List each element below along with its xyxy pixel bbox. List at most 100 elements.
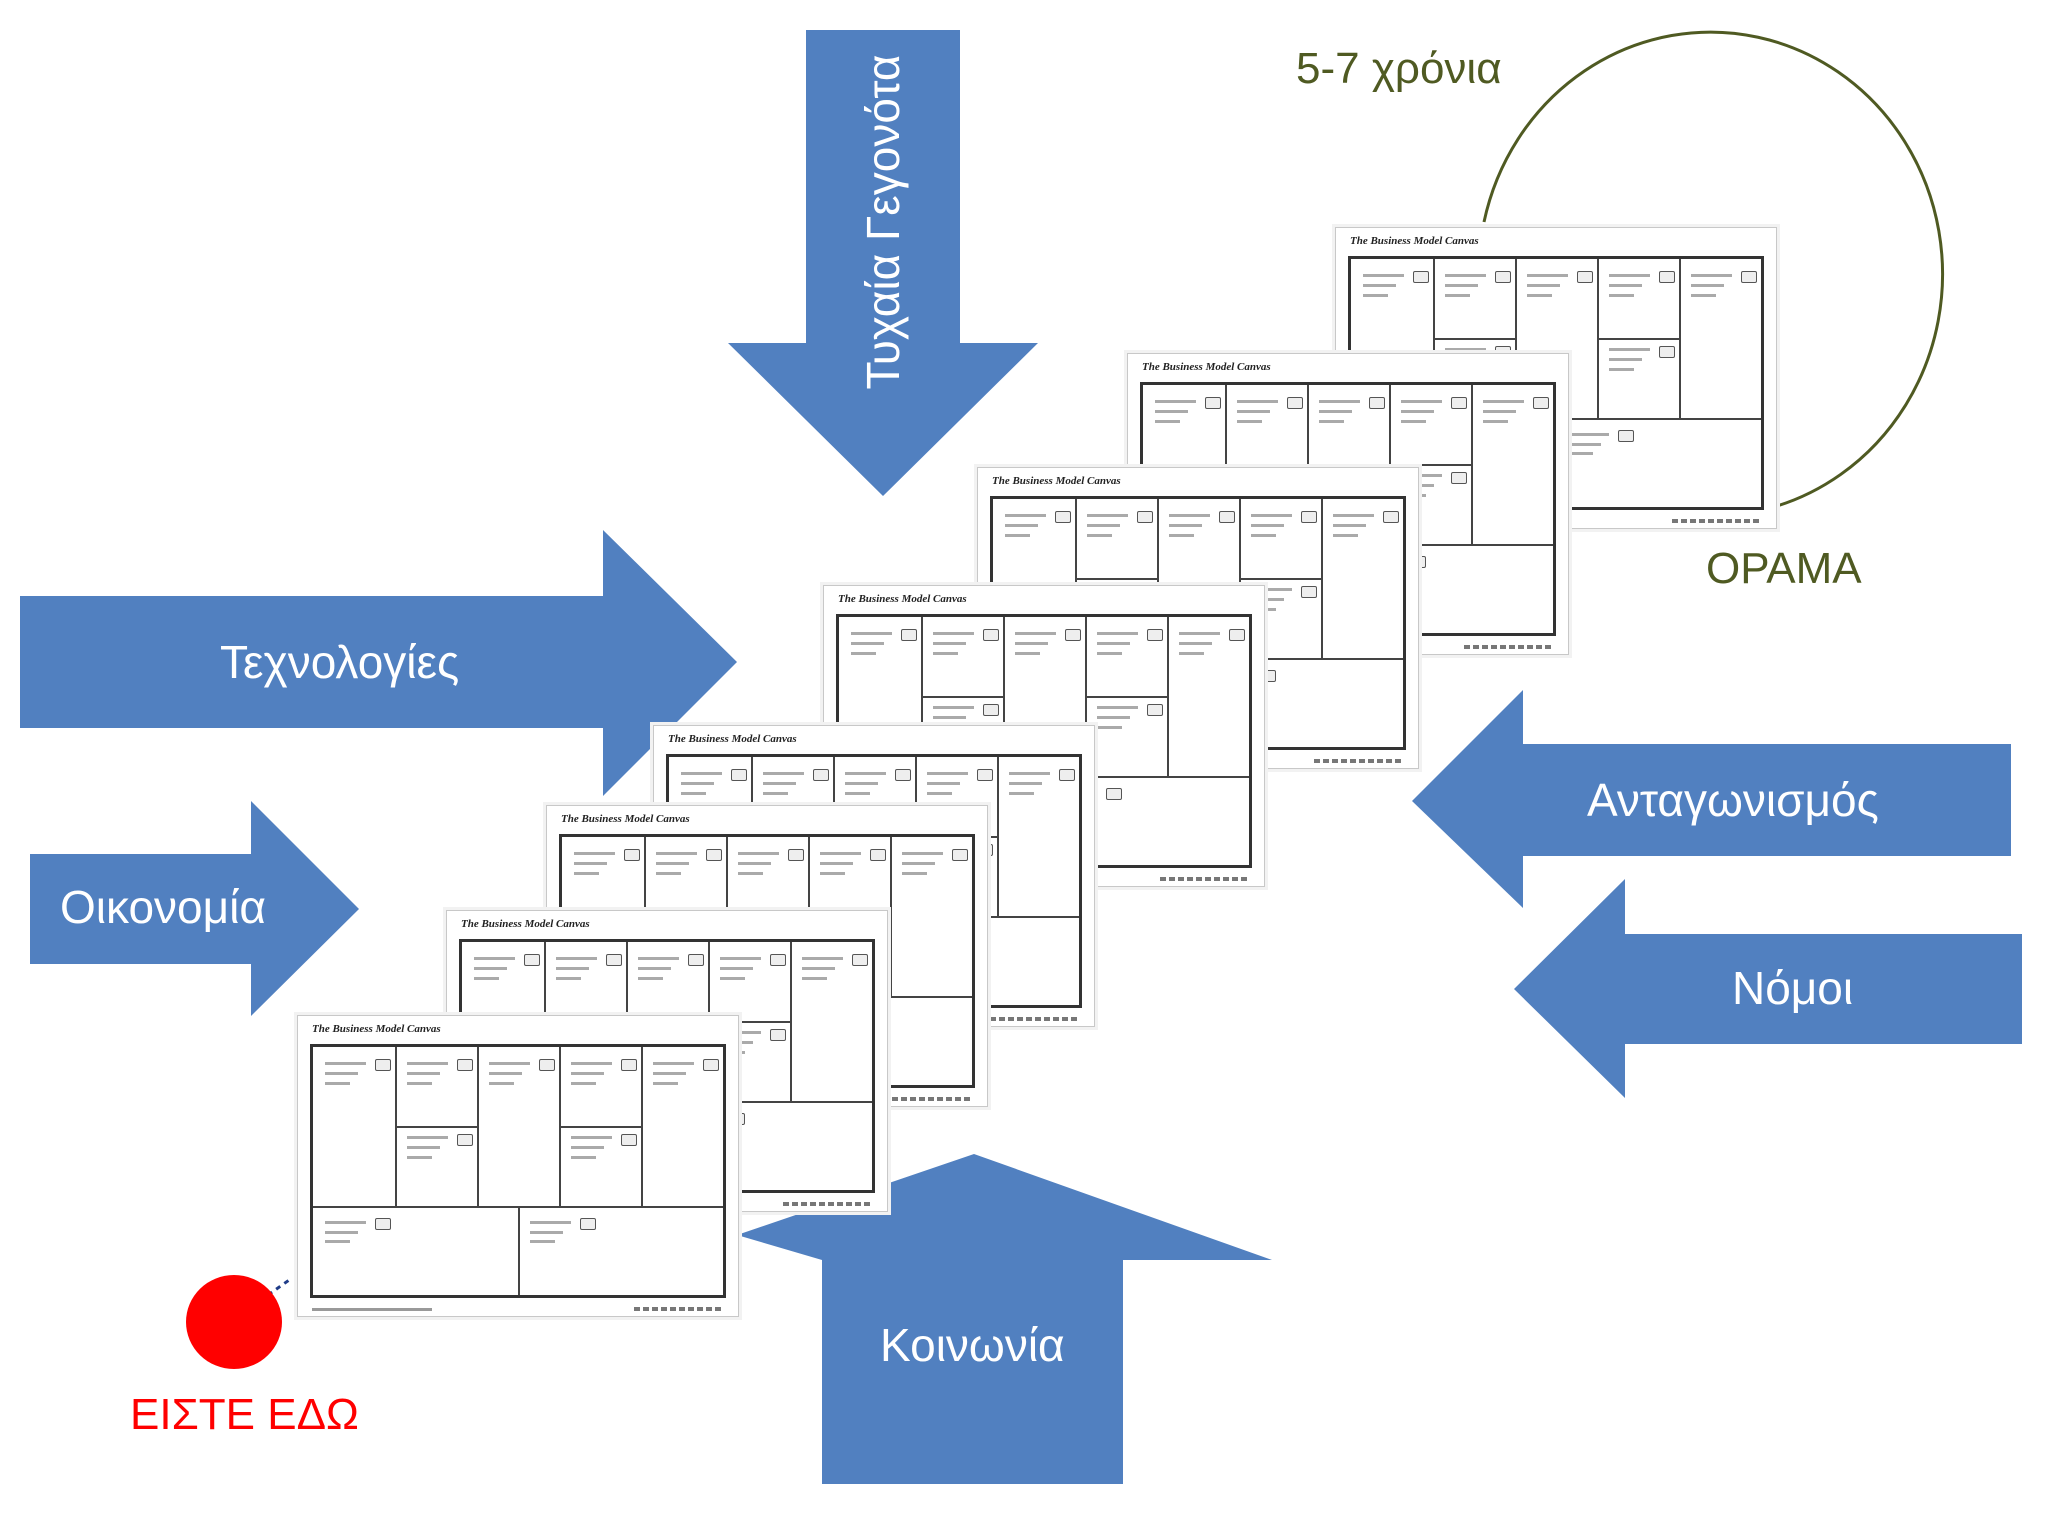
canvas-footer-logos xyxy=(990,1017,1080,1021)
canvas-section-icon xyxy=(1218,511,1235,524)
arrow-competition xyxy=(1412,690,2011,908)
canvas-divider xyxy=(1307,385,1309,544)
canvas-text-line xyxy=(1483,409,1517,413)
arrow-random-events xyxy=(728,30,1038,496)
canvas-text-line xyxy=(1527,293,1552,297)
canvas-text-line xyxy=(1015,631,1057,635)
vision-circle xyxy=(1482,30,1945,518)
canvas-text-line xyxy=(571,1156,596,1160)
canvas-text-line xyxy=(1009,791,1034,795)
canvas-text-line xyxy=(1401,419,1426,423)
canvas-text-line xyxy=(653,1081,678,1085)
canvas-text-line xyxy=(720,956,762,960)
canvas-text-line xyxy=(1097,651,1122,655)
start-dot xyxy=(186,1275,282,1369)
arrow-society xyxy=(737,1154,1272,1484)
canvas-divider xyxy=(1239,578,1321,581)
canvas-card-title: The Business Model Canvas xyxy=(668,733,797,745)
canvas-text-line xyxy=(474,966,508,970)
canvas-text-line xyxy=(1251,598,1285,602)
canvas-card-title: The Business Model Canvas xyxy=(992,475,1121,487)
canvas-text-line xyxy=(407,1081,432,1085)
canvas-text-line xyxy=(407,1061,449,1065)
canvas-section-icon xyxy=(456,1133,473,1146)
canvas-text-line xyxy=(638,966,672,970)
canvas-text-line xyxy=(574,851,616,855)
canvas-text-line xyxy=(1237,409,1271,413)
canvas-text-line xyxy=(1445,293,1470,297)
canvas-text-line xyxy=(1527,273,1569,277)
canvas-text-line xyxy=(1015,651,1040,655)
canvas-text-line xyxy=(325,1240,350,1244)
canvas-text-line xyxy=(933,631,975,635)
canvas-divider xyxy=(641,1047,643,1206)
canvas-text-line xyxy=(1005,513,1047,517)
canvas-footer-logos xyxy=(783,1202,873,1206)
canvas-text-line xyxy=(763,771,805,775)
canvas-text-line xyxy=(653,1071,687,1075)
canvas-divider xyxy=(1433,338,1515,341)
canvas-text-line xyxy=(325,1061,367,1065)
start-connector xyxy=(267,1276,293,1297)
canvas-section-icon xyxy=(1740,271,1757,284)
canvas-text-line xyxy=(530,1230,564,1234)
canvas-text-line xyxy=(1401,474,1443,478)
canvas-text-line xyxy=(653,1061,695,1065)
canvas-text-line xyxy=(720,1031,762,1035)
canvas-section-icon xyxy=(623,849,640,862)
canvas-text-line xyxy=(407,1136,449,1140)
canvas-divider xyxy=(1389,464,1471,467)
canvas-divider xyxy=(1225,464,1307,467)
canvas-text-line xyxy=(1691,293,1716,297)
canvas-text-line xyxy=(927,771,969,775)
canvas-section-icon xyxy=(1146,703,1163,716)
canvas-footer-logos xyxy=(634,1307,724,1311)
canvas-text-line xyxy=(681,781,715,785)
canvas-section-icon xyxy=(374,1059,391,1072)
canvas-text-line xyxy=(571,1061,613,1065)
canvas-text-line xyxy=(1251,588,1293,592)
canvas-section-icon xyxy=(579,1218,596,1231)
canvas-section-icon xyxy=(894,769,911,782)
canvas-text-line xyxy=(681,771,723,775)
canvas-section-icon xyxy=(620,1059,637,1072)
canvas-section-icon xyxy=(1412,271,1429,284)
canvas-text-line xyxy=(845,781,879,785)
canvas-section-icon xyxy=(1228,629,1245,642)
canvas-section-icon xyxy=(687,954,704,967)
canvas-text-line xyxy=(656,851,698,855)
canvas-text-line xyxy=(933,651,958,655)
canvas-text-line xyxy=(556,976,581,980)
canvas-text-line xyxy=(1155,419,1180,423)
canvas-divider xyxy=(1679,259,1681,418)
canvas-section-icon xyxy=(1368,397,1385,410)
canvas-text-line xyxy=(1237,419,1262,423)
canvas-text-line xyxy=(902,851,944,855)
canvas-section-icon xyxy=(1064,629,1081,642)
canvas-text-line xyxy=(530,1220,572,1224)
canvas-divider xyxy=(1003,617,1005,776)
canvas-divider xyxy=(1167,617,1169,776)
canvas-section-icon xyxy=(1576,271,1593,284)
canvas-text-line xyxy=(1568,452,1593,456)
canvas-section-icon xyxy=(705,849,722,862)
canvas-text-line xyxy=(1097,641,1131,645)
canvas-text-line xyxy=(720,966,754,970)
canvas-text-line xyxy=(1179,651,1204,655)
canvas-section-icon xyxy=(769,1028,786,1041)
canvas-divider xyxy=(395,1126,477,1129)
canvas-section-icon xyxy=(1617,430,1634,443)
arrow-technology xyxy=(20,530,737,796)
canvas-card-title: The Business Model Canvas xyxy=(461,918,590,930)
canvas-text-line xyxy=(1319,399,1361,403)
canvas-section-icon xyxy=(1382,511,1399,524)
canvas-section-icon xyxy=(1204,397,1221,410)
canvas-text-line xyxy=(845,771,887,775)
canvas-text-line xyxy=(407,1071,441,1075)
canvas-text-line xyxy=(1363,273,1405,277)
canvas-section-icon xyxy=(812,769,829,782)
canvas-text-line xyxy=(1609,348,1651,352)
start-label: ΕΙΣΤΕ ΕΔΩ xyxy=(130,1390,359,1439)
canvas-text-line xyxy=(1005,523,1039,527)
canvas-section-icon xyxy=(1054,511,1071,524)
